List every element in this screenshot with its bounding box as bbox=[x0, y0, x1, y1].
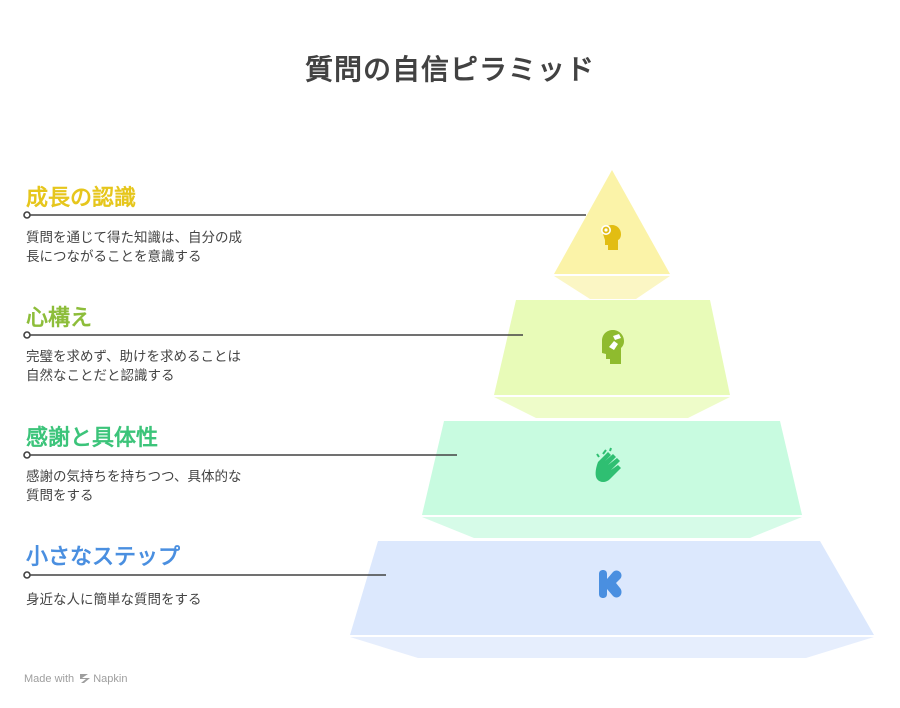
level-1-description-line-1: 質問を通じて得た知識は、自分の成 bbox=[26, 230, 242, 246]
level-3-description: 感謝の気持ちを持ちつつ、具体的な質問をする bbox=[26, 468, 286, 506]
footer-made-with: Made with bbox=[24, 673, 75, 685]
pyramid-level-3 bbox=[23, 421, 802, 538]
level-3-label: 感謝と具体性 bbox=[26, 426, 159, 451]
pyramid-level-2 bbox=[23, 300, 730, 418]
level-3-description-line-1: 感謝の気持ちを持ちつつ、具体的な bbox=[26, 469, 242, 485]
kickstarter-icon bbox=[599, 570, 622, 598]
level-2-label: 心構え bbox=[26, 306, 93, 331]
clapping-hands-icon bbox=[595, 447, 621, 482]
footer-brand: Napkin bbox=[93, 673, 128, 685]
level-1-description-line-2: 長につながることを意識する bbox=[26, 249, 202, 265]
pyramid-level-4-base bbox=[350, 637, 874, 658]
head-hand-icon bbox=[602, 330, 624, 364]
connector-dot-3 bbox=[23, 451, 31, 459]
connector-dot-4 bbox=[23, 571, 31, 579]
connector-dot-1 bbox=[23, 211, 31, 219]
head-gear-icon bbox=[601, 225, 621, 250]
pyramid-level-2-base bbox=[494, 397, 730, 418]
pyramid-level-1-base bbox=[554, 276, 670, 299]
level-4-label: 小さなステップ bbox=[26, 545, 181, 570]
level-2-description-line-2: 自然なことだと認識する bbox=[26, 368, 175, 384]
pyramid-level-1-face bbox=[554, 170, 670, 274]
footer: Made with Napkin bbox=[24, 673, 127, 685]
level-1-description: 質問を通じて得た知識は、自分の成長につながることを意識する bbox=[26, 229, 286, 267]
level-1-label: 成長の認識 bbox=[26, 186, 137, 211]
level-2-description: 完璧を求めず、助けを求めることは自然なことだと認識する bbox=[26, 348, 286, 386]
level-4-description-line-1: 身近な人に簡単な質問をする bbox=[26, 592, 202, 608]
pyramid-level-3-base bbox=[422, 517, 802, 538]
napkin-logo-icon bbox=[80, 674, 91, 683]
level-2-description-line-1: 完璧を求めず、助けを求めることは bbox=[26, 349, 242, 365]
pyramid-level-1 bbox=[23, 170, 670, 299]
connector-dot-2 bbox=[23, 331, 31, 339]
page-title: 質問の自信ピラミッド bbox=[304, 53, 595, 86]
pyramid-level-4 bbox=[23, 541, 874, 658]
level-3-description-line-2: 質問をする bbox=[26, 488, 94, 504]
level-4-description: 身近な人に簡単な質問をする bbox=[26, 591, 286, 610]
